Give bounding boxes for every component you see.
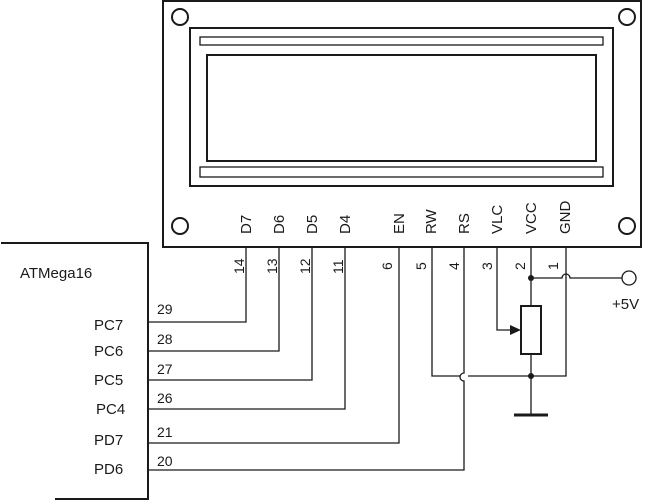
wire-pc7-d7 [148,247,247,323]
mcu-port-label: PC7 [94,317,123,334]
lcd-bezel [189,27,614,187]
lcd-pin-label: RS [456,213,473,234]
wiper-arrow-icon [510,325,521,335]
lcd-mount-hole-br [618,217,636,235]
lcd-pin-number: 6 [379,262,395,270]
lcd-pin-number: 1 [545,262,561,270]
mcu-pin-number: 20 [157,453,173,469]
lcd-screen [206,54,597,162]
wire-pd6-rs [148,247,465,471]
potentiometer [520,305,542,355]
mcu-port-label: PC5 [94,372,123,389]
mcu-pin-number: 29 [157,301,173,317]
wire-ground-rail [468,247,567,377]
lcd-pin-label: EN [391,213,408,234]
mcu-port-label: PC4 [96,401,125,418]
lcd-pin-label: RW [423,208,440,234]
mcu-port-label: PC6 [94,343,123,360]
wire-pc5-d5 [148,247,313,381]
lcd-pin-label: VCC [523,202,540,234]
power-network: +5V [431,247,639,417]
lcd-board [162,0,642,248]
wire-pc4-d4 [148,247,346,410]
lcd-pin-label: D6 [271,215,288,234]
lcd-mount-hole-tl [171,8,189,26]
mcu-pin-number: 27 [157,361,173,377]
mcu-outline [1,242,149,500]
supply-label: +5V [612,296,639,313]
lcd-bezel-bottom-strip [199,166,604,178]
lcd-pin-number: 3 [479,262,495,270]
lcd-pin-number: 14 [231,258,247,274]
mcu-pin-number: 21 [157,424,173,440]
mcu-port-label: PD7 [94,432,123,449]
lcd-pin-numbers: 14 13 12 11 6 5 4 3 2 1 [231,258,561,274]
lcd-pin-label: VLC [489,205,506,234]
lcd-pin-label: GND [557,201,574,235]
wire-vcc-supply [531,273,622,279]
wire-vlc-wiper [496,247,512,331]
lcd-pin-label: D5 [304,215,321,234]
lcd-mount-hole-bl [171,217,189,235]
signal-wires [148,247,465,471]
lcd-mount-hole-tr [618,8,636,26]
mcu-port-label: PD6 [94,461,123,478]
mcu-name: ATMega16 [20,265,92,282]
lcd-pin-number: 11 [330,259,346,274]
lcd-module [162,0,642,248]
wire-pd7-en [148,247,400,444]
lcd-bezel-top-strip [199,36,604,46]
lcd-pin-number: 4 [446,262,462,270]
lcd-pin-number: 2 [512,262,528,270]
mcu-pin-numbers: 29 28 27 26 21 20 [157,301,173,469]
mcu-pin-number: 28 [157,331,173,347]
lcd-pin-number: 13 [264,258,280,274]
mcu-pin-number: 26 [157,390,173,406]
wire-rw-ground [431,247,460,377]
mcu-block: ATMega16 [1,242,149,500]
lcd-pin-label: D4 [337,215,354,234]
lcd-pin-labels: D7 D6 D5 D4 EN RW RS VLC VCC GND [238,201,574,235]
lcd-pin-label: D7 [238,215,255,234]
mcu-port-labels: PC7 PC6 PC5 PC4 PD7 PD6 [94,317,125,478]
supply-terminal [621,270,637,286]
wire-pc6-d6 [148,247,280,352]
lcd-pin-number: 5 [413,262,429,270]
lcd-pin-number: 12 [297,258,313,274]
